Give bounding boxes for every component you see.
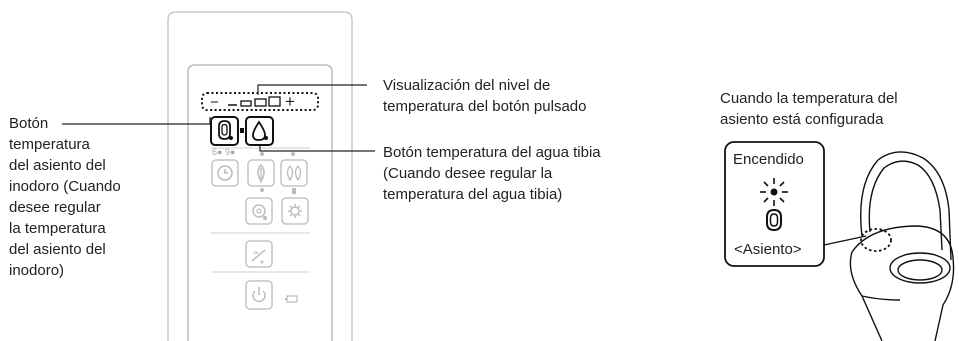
leaf-icon	[257, 163, 265, 183]
level-bar-2	[254, 98, 267, 107]
indicator-caption-text: <Asiento>	[734, 241, 802, 258]
seat-temperature-icon	[218, 120, 233, 140]
toilet-illustration	[849, 151, 955, 341]
deodorizer-button[interactable]	[245, 197, 273, 225]
level-bar-3	[268, 96, 281, 107]
seat-configured-label-line: asiento está configurada	[720, 111, 884, 128]
seat-button-leader	[62, 117, 211, 125]
seat-button-label-line: del asiento del	[9, 157, 106, 174]
level-display-highlight	[201, 92, 319, 111]
level-display-label-line: temperatura del botón pulsado	[383, 98, 587, 115]
level-minus-sign: −	[210, 94, 219, 111]
sun-light-icon	[760, 178, 788, 206]
battery-icon	[285, 295, 298, 303]
level-display-label-line: Visualización del nivel de	[383, 77, 551, 94]
water-drop-icon	[252, 120, 268, 141]
level-bar-1	[240, 100, 252, 107]
water-button-label-line: temperatura del agua tibia)	[383, 186, 563, 203]
timer-marks: 6● 9●	[212, 147, 236, 157]
timer-icon	[217, 165, 233, 181]
water-button-label-line: (Cuando desee regular la	[383, 165, 553, 182]
seat-button-label-line: inodoro (Cuando	[9, 178, 121, 195]
seat-ring-icon	[766, 208, 782, 232]
water-button-label-line: Botón temperatura del agua tibia	[383, 144, 601, 161]
seat-configured-label-line: Cuando la temperatura del	[720, 90, 898, 107]
gear-icon	[288, 204, 302, 218]
seat-indicator-highlight	[860, 228, 892, 252]
seat-button-label-line: del asiento del	[9, 241, 106, 258]
indicator-pointer	[823, 235, 867, 246]
double-leaf-icon	[286, 164, 302, 182]
seat-button-label-line: Botón	[9, 115, 49, 132]
indicator-status-text: Encendido	[733, 151, 804, 168]
remote-body	[187, 64, 333, 341]
cleaning-button[interactable]	[245, 240, 273, 268]
level-display-leader	[257, 84, 367, 95]
seat-button-label-line: temperatura	[9, 136, 90, 153]
seat-button-label-line: desee regular	[9, 199, 101, 216]
level-plus-sign: +	[285, 92, 295, 111]
power-icon	[252, 287, 266, 303]
fan-icon	[252, 204, 267, 220]
wall-plate	[167, 11, 353, 341]
seat-button-label-line: inodoro)	[9, 262, 65, 279]
cleaning-icon	[251, 249, 266, 264]
water-button-leader	[259, 145, 375, 152]
seat-button-label-line: la temperatura	[9, 220, 106, 237]
super-eco-button[interactable]	[280, 159, 308, 187]
settings-button[interactable]	[281, 197, 309, 225]
